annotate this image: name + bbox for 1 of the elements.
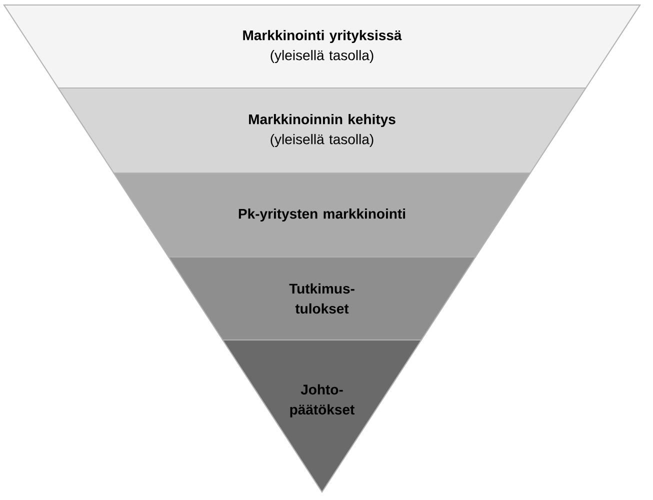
pyramid-band: Markkinointi yrityksissä (yleisellä tasolla) [3, 4, 641, 89]
